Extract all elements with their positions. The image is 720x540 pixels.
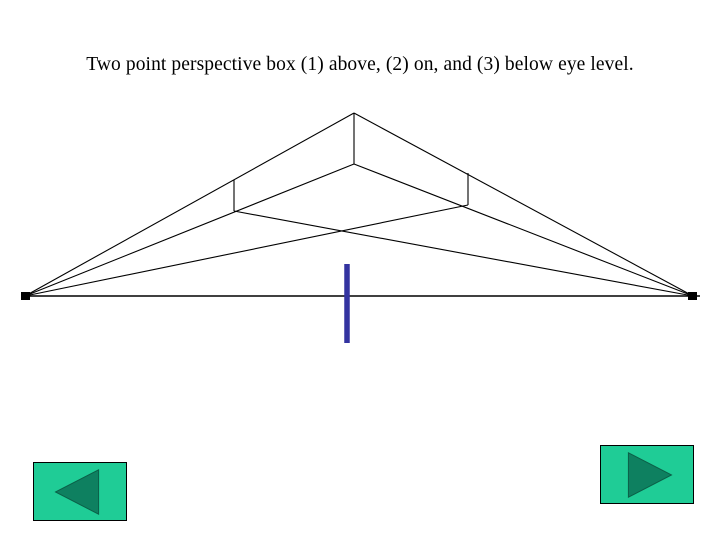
vp-left-to-box-bottom-right [24,204,469,297]
vp-right-to-box-bottom-left [233,210,694,297]
vp-right-to-box-mid-front [353,163,694,297]
vp-left-to-box-top-front [24,112,355,297]
previous-slide-button[interactable] [33,462,127,521]
vanishing-point-left-marker [21,292,30,300]
triangle-left-icon [34,463,126,520]
vp-left-to-box-mid-front [24,163,355,297]
construction-lines [24,112,700,297]
triangle-right-icon [601,446,693,503]
vanishing-point-right-marker [688,292,697,300]
vp-right-to-box-top-front [353,112,694,297]
next-slide-button[interactable] [600,445,694,504]
page-title: Two point perspective box (1) above, (2)… [86,54,634,75]
